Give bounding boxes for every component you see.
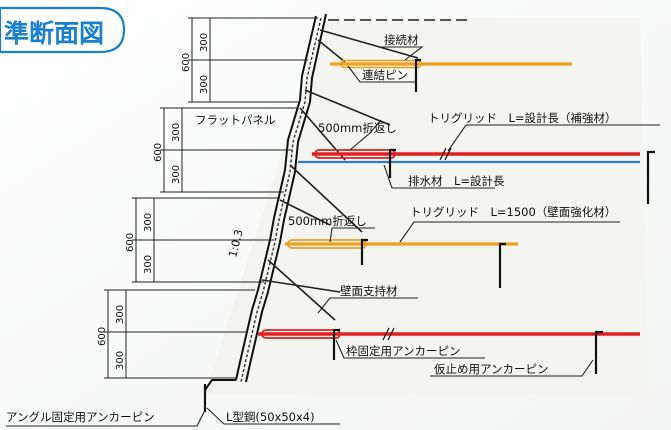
dim-tier2-upper: 300 [171, 123, 182, 142]
diagram-title: 準断面図 [4, 19, 104, 48]
label-drain: 排水材 L=設計長 [408, 174, 505, 188]
label-temp-pin: 仮止め用アンカーピン [434, 362, 549, 376]
break-marks [382, 147, 452, 341]
dim-tier4-total: 600 [97, 327, 108, 346]
label-joint: 接続材 [384, 33, 419, 47]
fold-loop-upper [314, 149, 396, 159]
dim-tier1-lower: 300 [199, 75, 210, 94]
connector-loop [340, 59, 422, 69]
anchor-pins [332, 58, 655, 374]
dim-tier4-lower: 300 [115, 351, 126, 370]
label-frame-pin: 枠固定用アンカーピン [346, 344, 461, 358]
label-angle-steel: L型鋼(50x50x4) [226, 410, 315, 424]
dim-tier1-total: 600 [181, 53, 192, 72]
dimension-lines [104, 17, 318, 379]
dim-tier1-upper: 300 [199, 33, 210, 52]
wall-support-braces [261, 29, 419, 321]
annotation-labels: 接続材 連結ピン フラットパネル 500mm折返し トリグリッド L=設計長（補… [6, 33, 617, 424]
label-trigrid-main: トリグリッド L=設計長（補強材） [428, 111, 617, 125]
dim-tier4-upper: 300 [115, 305, 126, 324]
fold-loop-lower [287, 239, 367, 249]
dim-tier3-total: 600 [125, 233, 136, 252]
label-angle-pin: アングル固定用アンカーピン [6, 410, 155, 424]
label-trigrid-wall: トリグリッド L=1500（壁面強化材） [410, 205, 616, 219]
wall-panels [203, 13, 327, 412]
dim-tier2-lower: 300 [171, 165, 182, 184]
backfill-region [205, 18, 648, 395]
dim-tier3-lower: 300 [143, 255, 154, 274]
label-fold-lower: 500mm折返し [288, 214, 367, 228]
dimension-labels: 600 300 300 600 300 300 600 300 300 600 … [97, 33, 210, 370]
frame-loop [261, 329, 341, 339]
dim-tier3-upper: 300 [143, 213, 154, 232]
label-flat-panel: フラットパネル [195, 113, 276, 127]
leader-lines [6, 46, 660, 427]
label-wall-support: 壁面支持材 [340, 284, 398, 298]
dim-tier2-total: 600 [153, 143, 164, 162]
label-pin: 連結ピン [362, 68, 408, 82]
label-fold-upper: 500mm折返し [318, 121, 397, 135]
title-badge: 準断面図 [0, 6, 126, 54]
